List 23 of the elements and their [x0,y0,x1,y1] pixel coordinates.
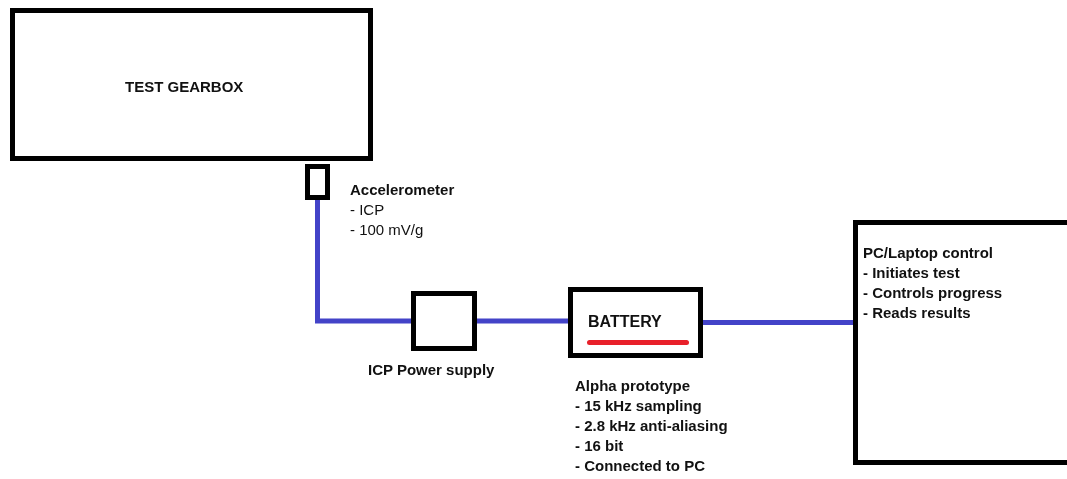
component-label: Accelerometer [350,180,455,200]
spec-text: - 2.8 kHz anti-aliasing [575,416,728,436]
spec-text: - ICP [350,200,385,220]
cable-line [703,320,853,325]
cable-line [315,200,411,324]
battery-box [568,287,703,358]
cable-line [477,318,568,324]
spec-text: - 16 bit [575,436,624,456]
component-label: Alpha prototype [575,376,690,396]
gearbox-box [10,8,373,161]
computer-box [853,220,1067,465]
node-text: - Initiates test [863,263,960,283]
spec-text: - 100 mV/g [350,220,424,240]
node-text: - Reads results [863,303,971,323]
accelerometer-box [305,164,330,200]
node-title: TEST GEARBOX [125,77,244,97]
spec-text: - Connected to PC [575,456,705,476]
spec-text: - 15 kHz sampling [575,396,702,416]
node-title: PC/Laptop control [863,243,993,263]
component-label: ICP Power supply [368,360,495,380]
power-supply-box [411,291,477,351]
node-text: - Controls progress [863,283,1003,303]
node-title: BATTERY [588,312,662,332]
